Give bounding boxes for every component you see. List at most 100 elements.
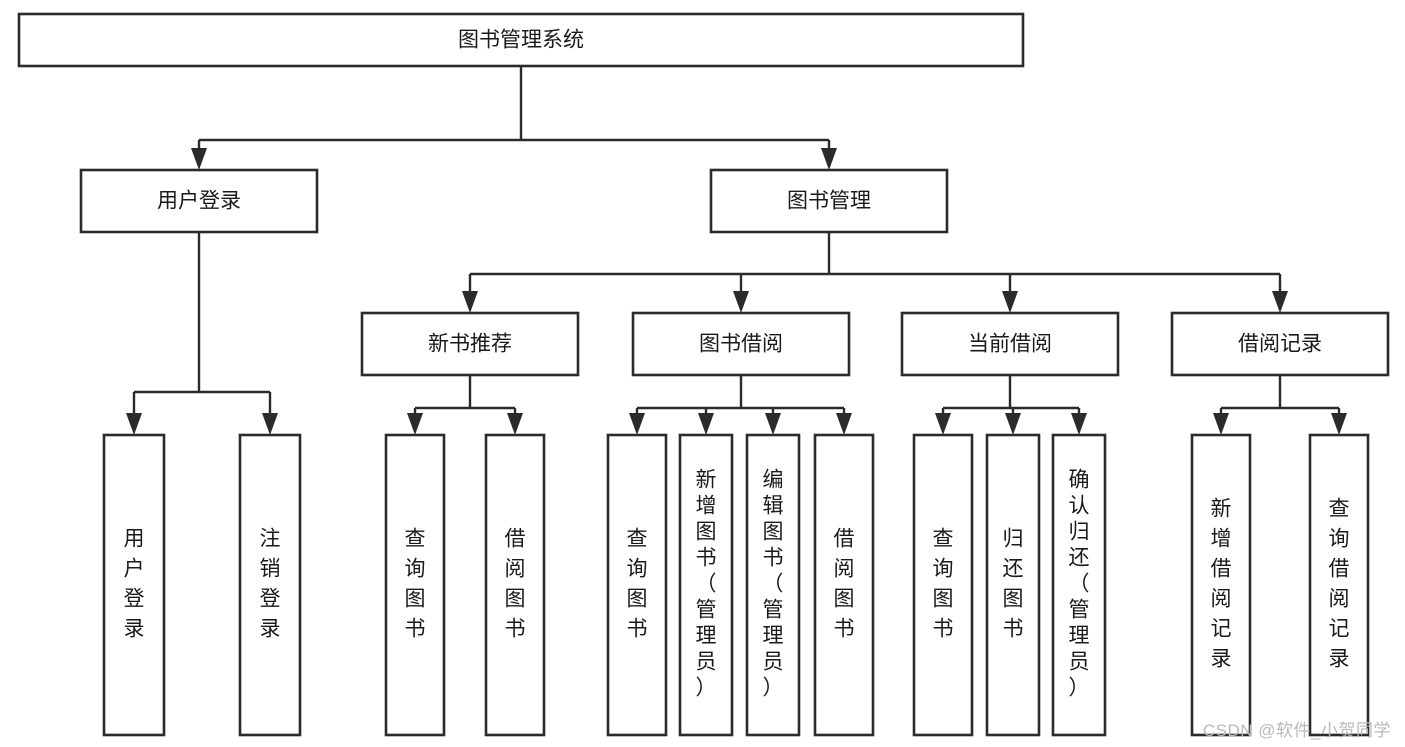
new-book-recommend-to-leaves-arrow-0 [407,413,423,435]
node-label-char: 用 [124,528,145,551]
node-book-management[interactable]: 图书管理 [709,168,949,234]
user-login-to-leaves-arrow-0 [126,413,142,435]
node-label-char: 确 [1069,469,1090,492]
node-label-char: 录 [124,618,145,641]
node-label-char: 户 [124,558,145,581]
node-borrow-record[interactable]: 借阅记录 [1170,311,1390,377]
node-root[interactable]: 图书管理系统 [17,12,1025,68]
node-box-book-management [709,168,949,234]
nodes-layer: 图书管理系统用户登录图书管理新书推荐图书借阅当前借阅借阅记录用户登录注销登录查询… [17,12,1390,737]
node-label-char: 图 [834,588,855,611]
node-label-char: 书 [505,618,526,641]
node-label-char: 询 [627,558,648,581]
node-label-char: 询 [933,558,954,581]
node-label-char: 员 [763,651,784,674]
node-label-char: 录 [260,618,281,641]
node-box-leaf-query-book-3 [912,433,974,737]
bookmgmt-to-level3-arrow-0 [462,291,478,313]
node-label-char: 书 [933,618,954,641]
node-box-root [17,12,1025,68]
node-label-char: 归 [1069,521,1090,544]
book-borrow-to-leaves-arrow-2 [765,413,781,435]
node-label-char: 认 [1069,495,1090,518]
node-label-char: 图 [405,588,426,611]
node-label-char: 书 [405,618,426,641]
book-borrow-to-leaves-arrow-1 [698,413,714,435]
node-label-char: 登 [260,588,281,611]
node-box-user-login [79,168,319,234]
node-label-char: 理 [696,625,717,648]
node-box-book-borrow [631,311,851,377]
node-label-user-login: 用户登录 [157,190,241,213]
node-label-char: 借 [505,528,526,551]
node-label-char: 借 [1329,558,1350,581]
node-current-borrow[interactable]: 当前借阅 [900,311,1120,377]
node-label-borrow-record: 借阅记录 [1238,333,1322,356]
bookmgmt-to-level3-arrow-2 [1002,291,1018,313]
node-label-char: ） [1069,677,1090,700]
node-label-new-book-recommend: 新书推荐 [428,333,512,356]
node-label-char: （ [763,573,784,596]
node-label-char: 增 [1211,528,1232,551]
node-label-char: 查 [627,528,648,551]
node-box-borrow-record [1170,311,1390,377]
node-label-char: 图 [627,588,648,611]
edges-layer [126,66,1347,435]
node-label-char: 查 [933,528,954,551]
node-label-char: 图 [1003,588,1024,611]
node-label-char: 图 [696,521,717,544]
node-label-char: 书 [627,618,648,641]
node-box-leaf-user-login [102,433,166,737]
node-box-current-borrow [900,311,1120,377]
node-box-leaf-query-book-2 [606,433,668,737]
node-label-char: ） [763,677,784,700]
node-label-char: 编 [763,469,784,492]
node-label-char: 记 [1211,618,1232,641]
node-box-leaf-confirm-return-admin [1051,433,1107,737]
node-box-leaf-borrow-book-1 [484,433,546,737]
node-label-char: 销 [260,558,281,581]
root-to-level2-arrow-1 [821,148,837,170]
node-label-char: （ [1069,573,1090,596]
node-label-char: 记 [1329,618,1350,641]
node-label-char: 登 [124,588,145,611]
node-user-login[interactable]: 用户登录 [79,168,319,234]
node-label-char: 图 [763,521,784,544]
node-label-char: 员 [1069,651,1090,674]
node-book-borrow[interactable]: 图书借阅 [631,311,851,377]
node-label-char: 员 [696,651,717,674]
bookmgmt-to-level3-arrow-3 [1272,291,1288,313]
node-label-current-borrow: 当前借阅 [968,333,1052,356]
node-leaf-user-login[interactable]: 用户登录 [102,433,166,737]
node-label-char: （ [696,573,717,596]
node-label-char: 借 [1211,558,1232,581]
node-box-leaf-add-borrow-record [1190,433,1252,737]
borrow-record-to-leaves-arrow-0 [1213,413,1229,435]
node-label-char: 书 [834,618,855,641]
node-label-char: 归 [1003,528,1024,551]
node-label-char: 管 [1069,599,1090,622]
node-label-char: 借 [834,528,855,551]
node-box-new-book-recommend [360,311,580,377]
watermark-label: CSDN @软件_小贺同学 [1202,721,1391,740]
node-new-book-recommend[interactable]: 新书推荐 [360,311,580,377]
node-label-char: 阅 [1211,588,1232,611]
book-borrow-to-leaves-arrow-0 [629,413,645,435]
node-box-leaf-return-book [985,433,1041,737]
bookmgmt-to-level3-arrow-1 [733,291,749,313]
node-label-char: 理 [1069,625,1090,648]
book-borrow-to-leaves-arrow-3 [836,413,852,435]
